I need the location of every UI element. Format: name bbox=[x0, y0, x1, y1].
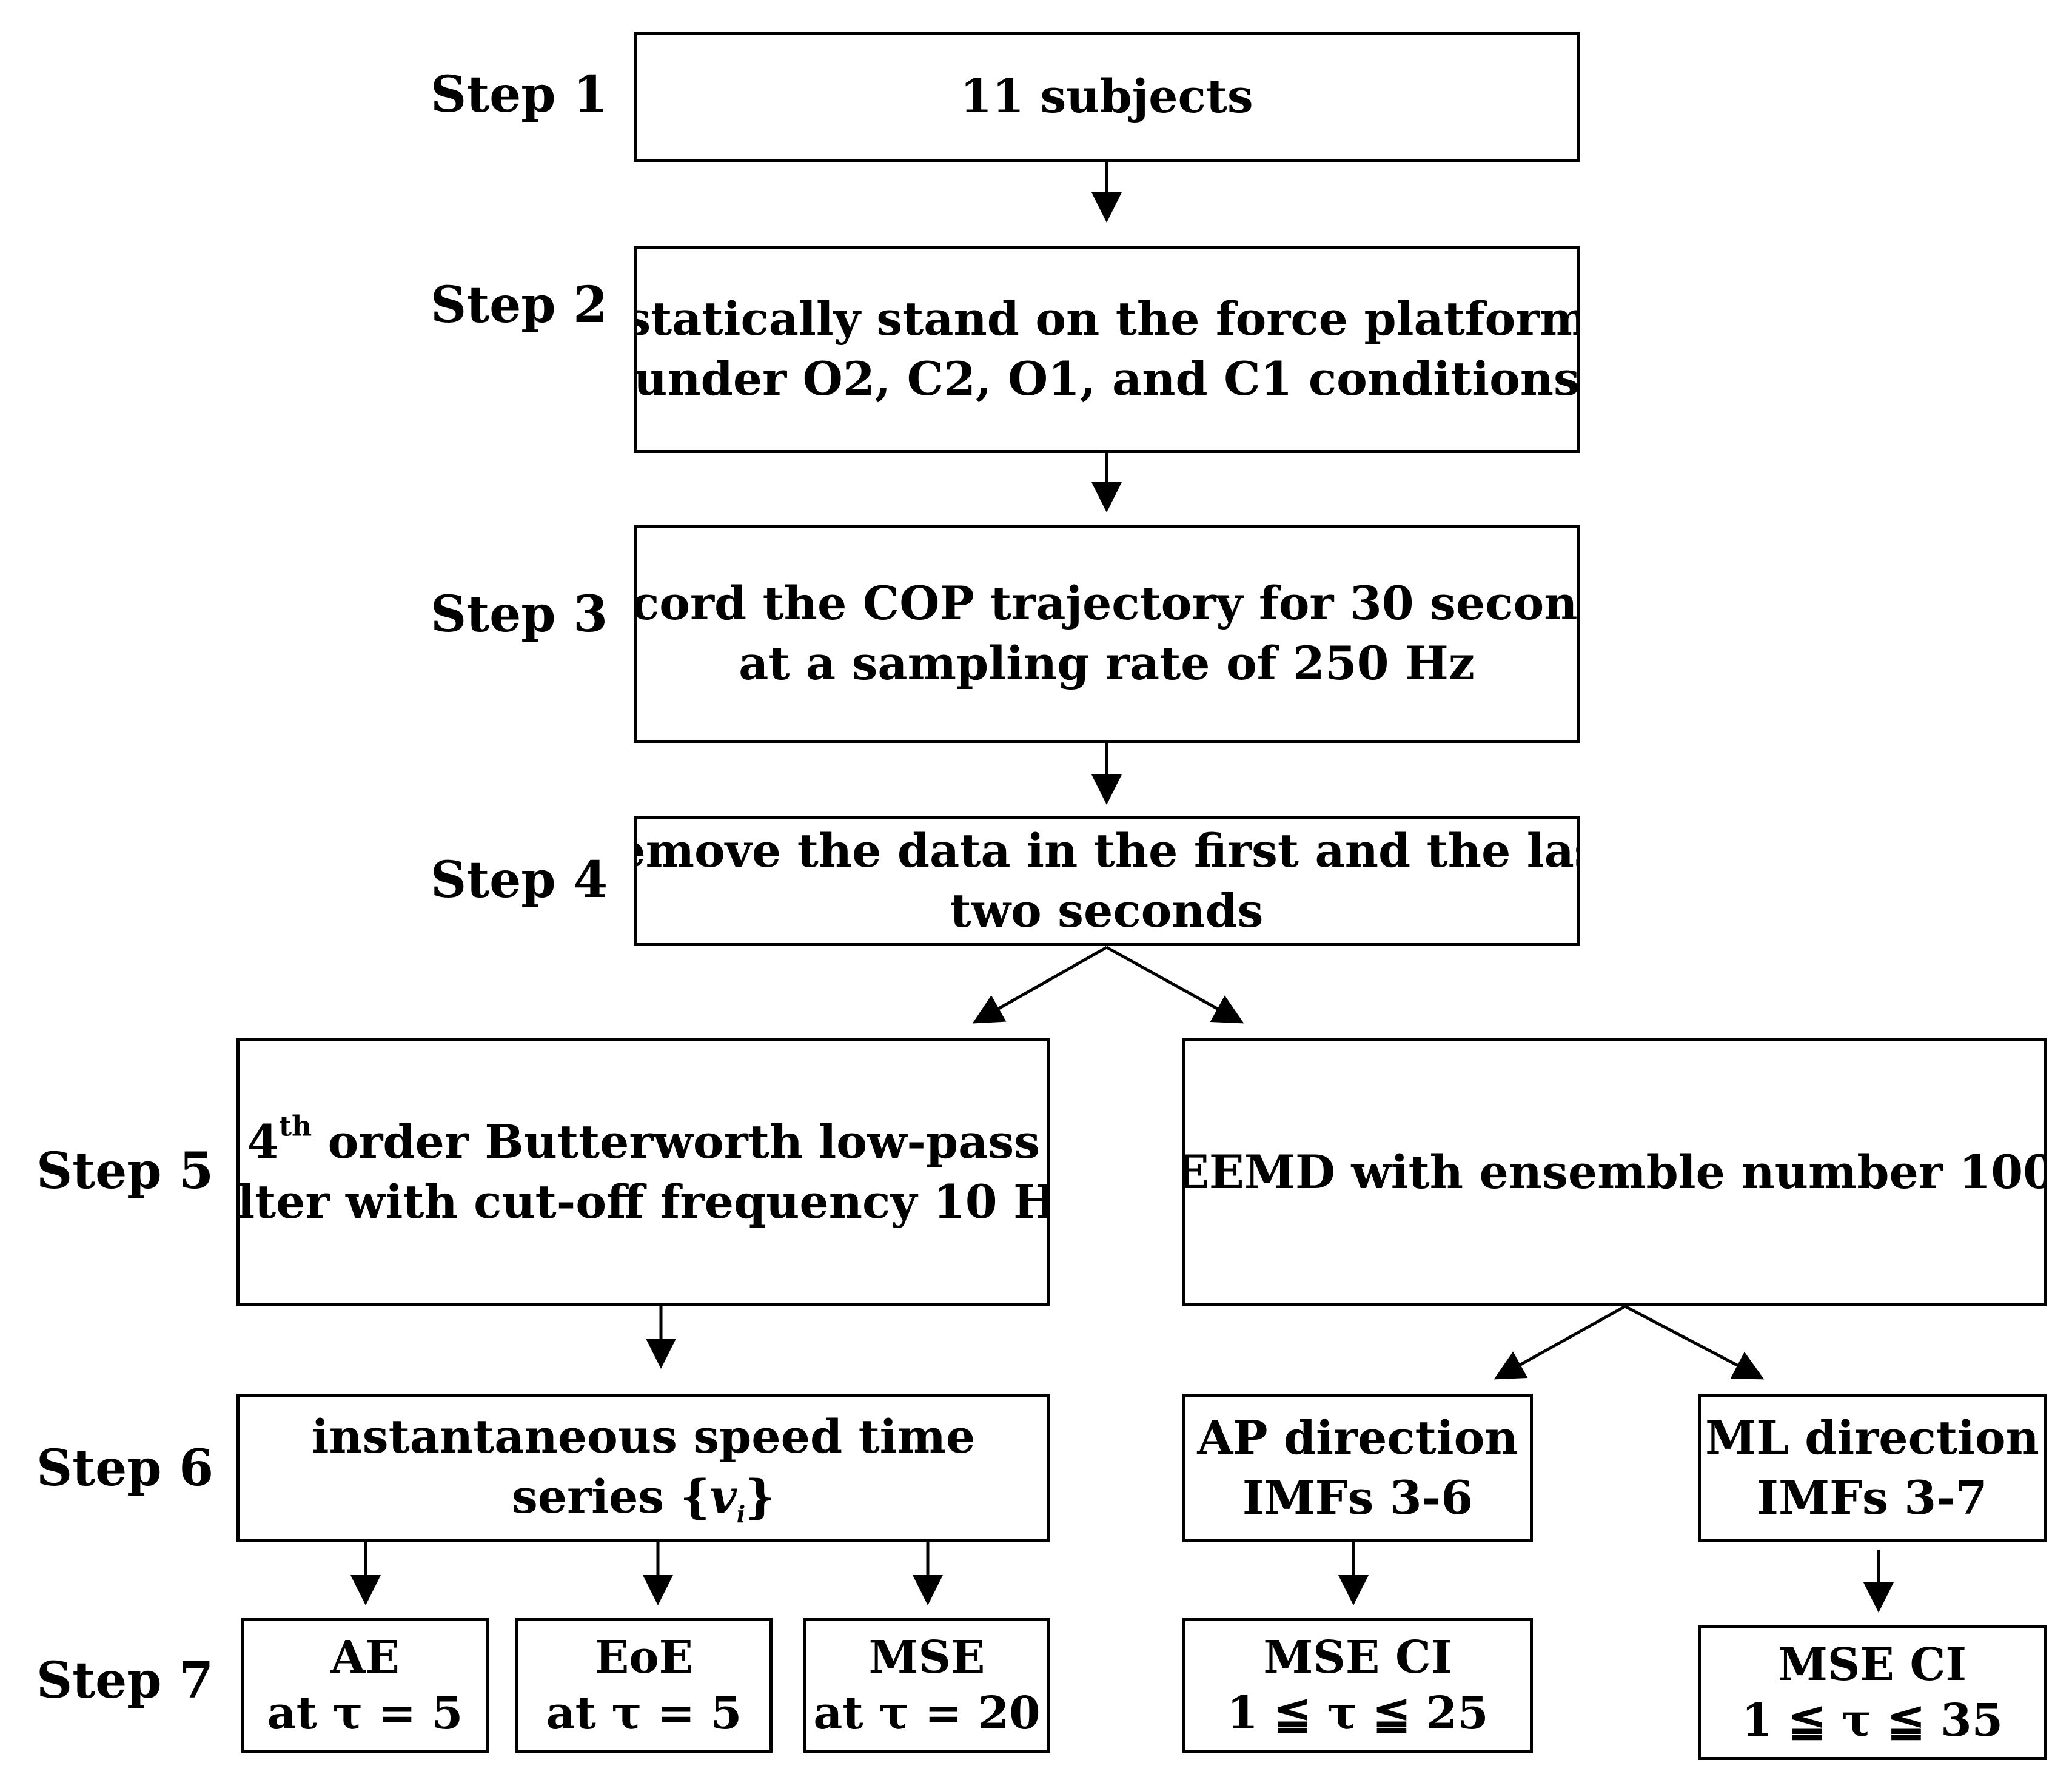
ap-direction-box: AP direction IMFs 3-6 bbox=[1182, 1394, 1533, 1542]
ap-line-2: IMFs 3-6 bbox=[1242, 1470, 1474, 1525]
step-5-label: Step 5 bbox=[36, 1142, 214, 1200]
mse-ci-ml-line-1: MSE CI bbox=[1777, 1638, 1967, 1691]
mse-ci-ap-line-2: 1 ≦ τ ≦ 25 bbox=[1227, 1687, 1489, 1739]
remove-line-1: remove the data in the first and the las… bbox=[634, 823, 1580, 878]
arrow-eemd-to-ap bbox=[1494, 1305, 1626, 1380]
record-box: record the COP trajectory for 30 seconds… bbox=[634, 525, 1580, 743]
arrow-step4-to-butterworth bbox=[972, 946, 1108, 1024]
step-3-label: Step 3 bbox=[431, 585, 608, 643]
ml-direction-box: ML direction IMFs 3-7 bbox=[1698, 1394, 2047, 1542]
ordinal-superscript: th bbox=[278, 1109, 312, 1143]
eemd-box: EEMD with ensemble number 100 bbox=[1182, 1038, 2047, 1306]
speed-line-1: instantaneous speed time bbox=[311, 1409, 976, 1463]
mse-line-2: at τ = 20 bbox=[813, 1687, 1041, 1739]
butterworth-line-2: filter with cut-off frequency 10 Hz bbox=[236, 1175, 1050, 1229]
ae-box: AE at τ = 5 bbox=[241, 1618, 489, 1753]
stand-line-2: under O2, C2, O1, and C1 conditions bbox=[634, 352, 1580, 406]
mse-ci-ml-line-2: 1 ≦ τ ≦ 35 bbox=[1741, 1695, 2003, 1747]
eoe-line-2: at τ = 5 bbox=[546, 1687, 742, 1739]
subjects-box: 11 subjects bbox=[634, 32, 1580, 162]
remove-box: remove the data in the first and the las… bbox=[634, 816, 1580, 946]
ae-line-1: AE bbox=[330, 1631, 400, 1684]
mse-ci-ap-line-1: MSE CI bbox=[1263, 1631, 1452, 1684]
stand-line-1: statically stand on the force platform bbox=[634, 292, 1580, 346]
eoe-line-1: EoE bbox=[594, 1631, 694, 1684]
butterworth-box: 4th order Butterworth low-pass filter wi… bbox=[236, 1038, 1050, 1306]
mse-box: MSE at τ = 20 bbox=[803, 1618, 1050, 1753]
record-line-2: at a sampling rate of 250 Hz bbox=[739, 636, 1475, 690]
remove-line-2: two seconds bbox=[950, 883, 1264, 938]
ap-line-1: AP direction bbox=[1197, 1410, 1518, 1465]
stand-box: statically stand on the force platform u… bbox=[634, 246, 1580, 453]
subjects-text: 11 subjects bbox=[960, 69, 1253, 124]
step-6-label: Step 6 bbox=[36, 1439, 214, 1497]
eemd-text: EEMD with ensemble number 100 bbox=[1182, 1144, 2047, 1199]
step-1-label: Step 1 bbox=[431, 66, 608, 124]
mse-ci-ml-box: MSE CI 1 ≦ τ ≦ 35 bbox=[1698, 1625, 2047, 1760]
speed-box: instantaneous speed time series {vi} bbox=[236, 1394, 1050, 1542]
record-line-1: record the COP trajectory for 30 seconds bbox=[634, 576, 1578, 631]
step-7-label: Step 7 bbox=[36, 1651, 214, 1710]
speed-subscript: i bbox=[736, 1500, 746, 1528]
ml-line-2: IMFs 3-7 bbox=[1757, 1470, 1988, 1525]
step-2-label: Step 2 bbox=[431, 276, 608, 334]
butterworth-line-1: 4th order Butterworth low-pass bbox=[247, 1109, 1040, 1169]
step-4-label: Step 4 bbox=[431, 851, 608, 909]
eoe-box: EoE at τ = 5 bbox=[515, 1618, 773, 1753]
arrow-step4-to-eemd bbox=[1105, 946, 1244, 1024]
ml-line-1: ML direction bbox=[1705, 1410, 2039, 1465]
arrow-eemd-to-ml bbox=[1624, 1305, 1765, 1380]
ae-line-2: at τ = 5 bbox=[267, 1687, 463, 1739]
mse-line-1: MSE bbox=[868, 1631, 985, 1684]
speed-variable: v bbox=[709, 1469, 737, 1523]
mse-ci-ap-box: MSE CI 1 ≦ τ ≦ 25 bbox=[1182, 1618, 1533, 1753]
speed-line-2: series {vi} bbox=[511, 1469, 775, 1528]
